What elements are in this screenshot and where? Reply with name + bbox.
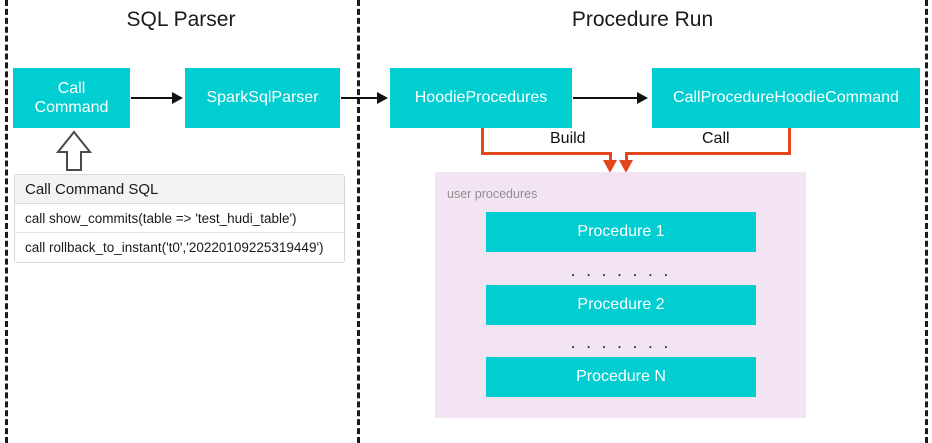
node-hoodie-procedures-label: HoodieProcedures — [414, 89, 548, 107]
node-spark-sql-parser-label: SparkSqlParser — [206, 89, 319, 107]
connector-call-horizontal — [625, 152, 791, 155]
procedure-item-label: Procedure N — [576, 368, 666, 385]
arrow-hoodie-to-command-line — [573, 97, 638, 99]
sql-table-header: Call Command SQL — [15, 175, 344, 204]
connector-call-vertical — [788, 128, 791, 154]
procedure-item[interactable]: Procedure N — [486, 357, 756, 397]
user-procedures-panel-label: user procedures — [447, 187, 538, 201]
divider-left — [5, 0, 8, 443]
edge-label-call: Call — [697, 130, 735, 148]
hollow-up-arrow-icon — [55, 130, 93, 177]
sql-table-row: call show_commits(table => 'test_hudi_ta… — [15, 204, 344, 233]
node-hoodie-procedures[interactable]: HoodieProcedures — [390, 68, 572, 128]
section-title-procedure-run: Procedure Run — [571, 8, 714, 31]
arrow-call-command-to-parser-head — [172, 92, 183, 104]
connector-build-vertical — [481, 128, 484, 154]
node-call-procedure-hoodie-command[interactable]: CallProcedureHoodieCommand — [652, 68, 920, 128]
connector-build-horizontal — [481, 152, 611, 155]
arrow-parser-to-hoodie-line — [341, 97, 378, 99]
procedure-separator-dots: . . . . . . . — [570, 261, 672, 280]
connector-call-arrowhead — [619, 160, 633, 173]
arrow-call-command-to-parser-line — [131, 97, 174, 99]
divider-right — [925, 0, 928, 443]
procedure-item[interactable]: Procedure 2 — [486, 285, 756, 325]
connector-build-arrowhead — [603, 160, 617, 173]
call-command-sql-table: Call Command SQL call show_commits(table… — [14, 174, 345, 263]
procedure-separator-dots: . . . . . . . — [570, 333, 672, 352]
node-call-command-line2: Command — [34, 99, 109, 116]
node-call-command-line1: Call — [57, 79, 86, 97]
node-call-command[interactable]: Call Command — [13, 68, 130, 128]
procedure-item-label: Procedure 2 — [577, 296, 665, 313]
procedure-item[interactable]: Procedure 1 — [486, 212, 756, 252]
procedure-item-label: Procedure 1 — [577, 223, 665, 240]
node-call-procedure-hoodie-command-label: CallProcedureHoodieCommand — [673, 89, 899, 107]
sql-table-row: call rollback_to_instant('t0','202201092… — [15, 233, 344, 262]
node-spark-sql-parser[interactable]: SparkSqlParser — [185, 68, 340, 128]
divider-middle — [357, 0, 360, 443]
arrow-hoodie-to-command-head — [637, 92, 648, 104]
edge-label-build: Build — [545, 130, 591, 148]
arrow-parser-to-hoodie-head — [377, 92, 388, 104]
section-title-sql-parser: SQL Parser — [126, 8, 236, 31]
